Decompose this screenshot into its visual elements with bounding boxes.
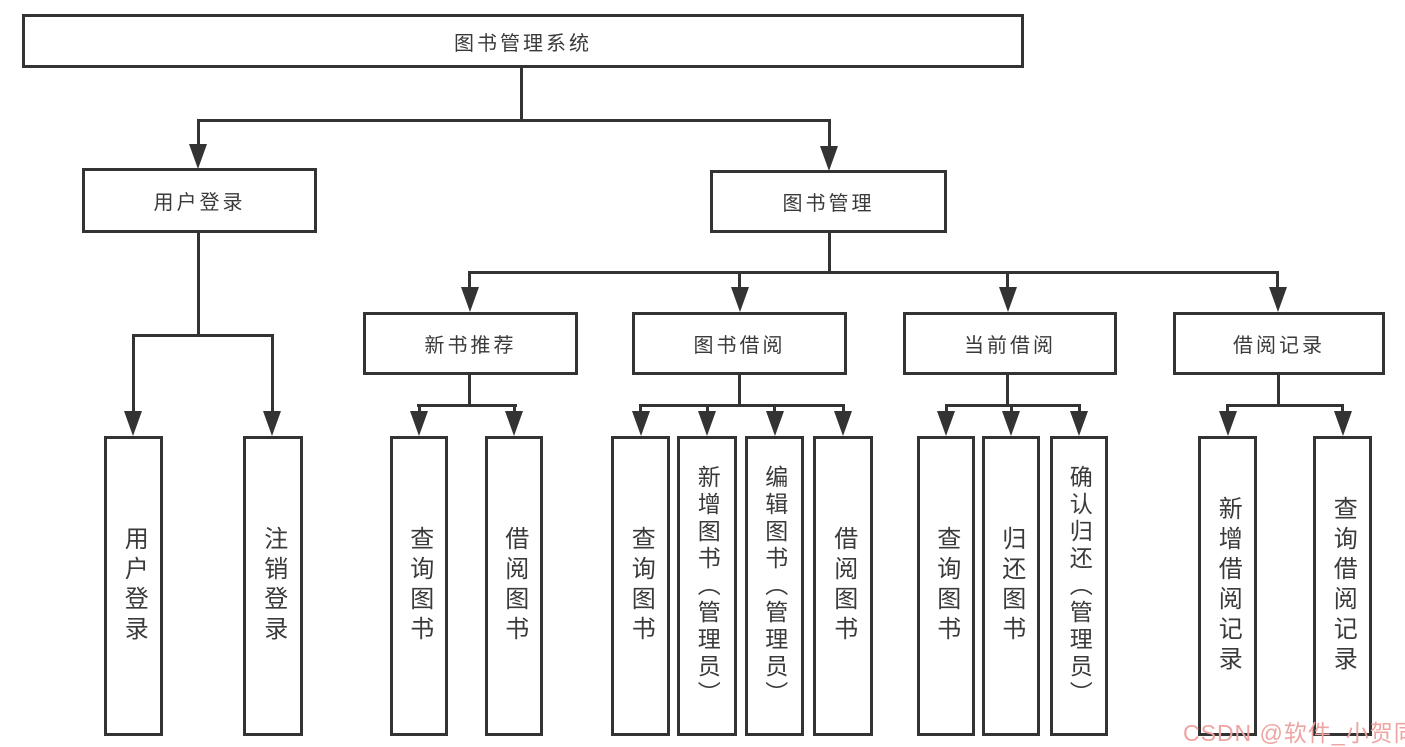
leaf-borrow-books-borrow: 借阅图书 <box>813 436 873 736</box>
arrow-down-icon <box>263 411 281 436</box>
leaf-edit-book-admin: 编辑图书（管理员） <box>745 436 804 736</box>
leaf-query-books-borrow: 查询图书 <box>611 436 670 736</box>
arrow-down-icon <box>505 411 523 436</box>
connector-book-borrow-drop <box>738 372 741 407</box>
csdn-watermark: CSDN @软件_小贺同学 <box>1183 720 1405 746</box>
leaf-return-book: 归还图书 <box>982 436 1040 736</box>
leaf-query-books-borrow-label: 查询图书 <box>627 526 655 646</box>
leaf-query-books-rec-label: 查询图书 <box>405 526 433 646</box>
arrow-down-icon <box>410 411 428 436</box>
connector-new-book-rec-rail <box>417 404 517 407</box>
connector-level2-rail <box>197 119 831 122</box>
node-user-login-label: 用户登录 <box>153 192 246 214</box>
arrow-down-icon <box>189 144 207 169</box>
node-user-login: 用户登录 <box>82 168 317 233</box>
leaf-edit-book-admin-label: 编辑图书（管理员） <box>761 464 788 708</box>
node-borrow-records-label: 借阅记录 <box>1233 335 1325 357</box>
node-new-book-rec-label: 新书推荐 <box>424 335 517 357</box>
node-borrow-records: 借阅记录 <box>1173 312 1385 375</box>
leaf-confirm-return-admin-label: 确认归还（管理员） <box>1066 464 1093 708</box>
leaf-logout: 注销登录 <box>243 436 303 736</box>
connector-to-book-mgmt <box>828 119 831 149</box>
arrow-down-icon <box>1002 411 1020 436</box>
connector-book-borrow-rail <box>639 404 844 407</box>
leaf-add-book-admin: 新增图书（管理员） <box>677 436 737 736</box>
leaf-logout-label: 注销登录 <box>259 526 287 646</box>
arrow-down-icon <box>820 146 838 171</box>
connector-borrow-records-drop <box>1277 372 1280 407</box>
arrow-down-icon <box>461 287 479 312</box>
leaf-query-books-current-label: 查询图书 <box>932 526 960 646</box>
leaf-borrow-books-rec: 借阅图书 <box>485 436 543 736</box>
arrow-down-icon <box>1070 411 1088 436</box>
leaf-query-borrow-record: 查询借阅记录 <box>1313 436 1372 736</box>
leaf-user-login: 用户登录 <box>104 436 163 736</box>
node-new-book-rec: 新书推荐 <box>363 312 578 375</box>
leaf-borrow-books-borrow-label: 借阅图书 <box>829 526 857 646</box>
connector-level3-rail <box>468 271 1279 274</box>
node-book-mgmt-label: 图书管理 <box>782 193 875 215</box>
leaf-add-borrow-record: 新增借阅记录 <box>1198 436 1257 736</box>
connector-borrow-records-rail <box>1226 404 1343 407</box>
leaf-query-books-rec: 查询图书 <box>390 436 448 736</box>
connector-to-user-login <box>197 119 200 147</box>
arrow-down-icon <box>834 411 852 436</box>
arrow-down-icon <box>731 287 749 312</box>
connector-book-mgmt-drop <box>828 232 831 274</box>
leaf-add-book-admin-label: 新增图书（管理员） <box>694 464 721 708</box>
connector-current-borrow-drop <box>1006 372 1009 407</box>
node-root: 图书管理系统 <box>22 14 1024 68</box>
leaf-add-borrow-record-label: 新增借阅记录 <box>1214 496 1242 676</box>
connector-user-login-drop <box>197 232 200 336</box>
node-book-mgmt: 图书管理 <box>710 170 947 233</box>
leaf-return-book-label: 归还图书 <box>997 526 1025 646</box>
leaf-query-borrow-record-label: 查询借阅记录 <box>1329 496 1357 676</box>
node-current-borrow-label: 当前借阅 <box>964 335 1056 357</box>
connector-to-book-borrow <box>738 271 741 291</box>
connector-user-login-rail <box>132 334 274 337</box>
node-root-label: 图书管理系统 <box>454 32 592 55</box>
node-book-borrow: 图书借阅 <box>632 312 847 375</box>
arrow-down-icon <box>937 411 955 436</box>
connector-to-borrow-records <box>1276 271 1279 291</box>
node-book-borrow-label: 图书借阅 <box>693 335 786 357</box>
arrow-down-icon <box>999 287 1017 312</box>
connector-to-leaf-logout <box>271 334 274 414</box>
arrow-down-icon <box>1269 287 1287 312</box>
leaf-borrow-books-rec-label: 借阅图书 <box>500 526 528 646</box>
connector-root-drop <box>520 68 523 121</box>
connector-new-book-rec-drop <box>468 372 471 407</box>
arrow-down-icon <box>632 411 650 436</box>
node-current-borrow: 当前借阅 <box>903 312 1117 375</box>
connector-to-leaf-user-login <box>132 334 135 414</box>
connector-to-current-borrow <box>1006 271 1009 291</box>
leaf-query-books-current: 查询图书 <box>917 436 975 736</box>
leaf-confirm-return-admin: 确认归还（管理员） <box>1050 436 1108 736</box>
arrow-down-icon <box>124 411 142 436</box>
leaf-user-login-label: 用户登录 <box>120 526 148 646</box>
arrow-down-icon <box>1334 411 1352 436</box>
connector-to-new-book-rec <box>468 271 471 291</box>
arrow-down-icon <box>698 411 716 436</box>
arrow-down-icon <box>1219 411 1237 436</box>
arrow-down-icon <box>766 411 784 436</box>
